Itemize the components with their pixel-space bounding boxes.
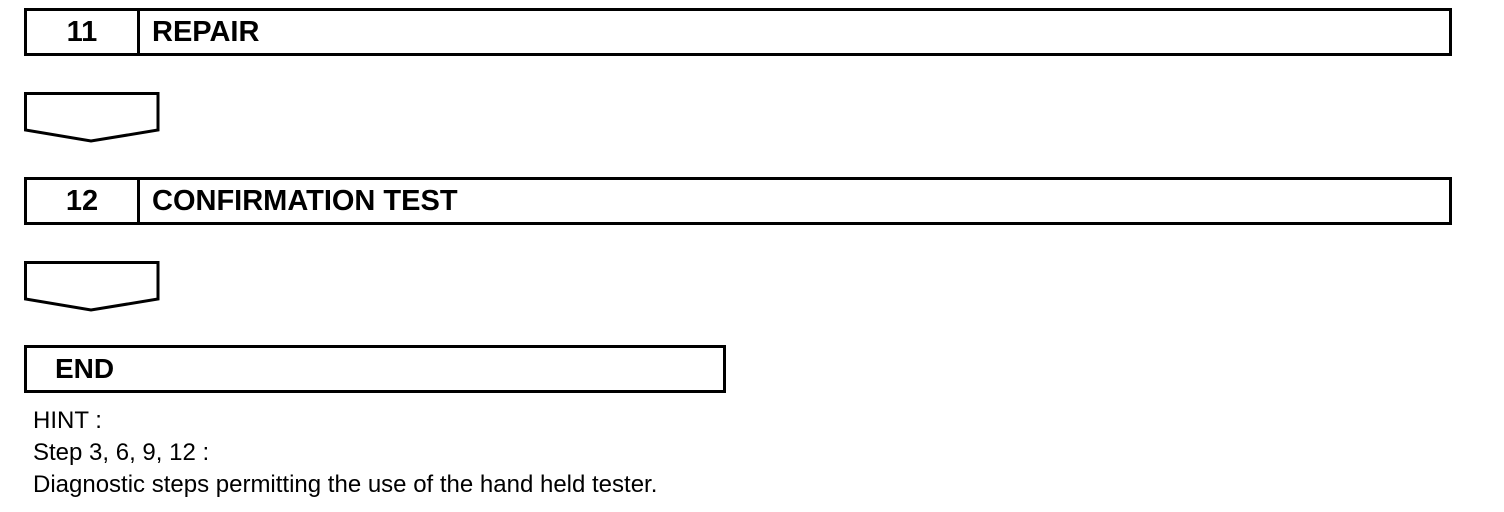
end-box: END [24, 345, 726, 393]
flow-arrow-icon [24, 261, 160, 312]
hint-step-list: Step 3, 6, 9, 12 : [33, 439, 210, 466]
step-number: 12 [27, 180, 140, 222]
step-11-box: 11 REPAIR [24, 8, 1452, 56]
step-12-box: 12 CONFIRMATION TEST [24, 177, 1452, 225]
flow-arrow-icon [24, 92, 160, 143]
hint-description: Diagnostic steps permitting the use of t… [33, 471, 658, 498]
hint-heading: HINT : [33, 407, 102, 434]
step-title: CONFIRMATION TEST [152, 184, 458, 217]
step-title: REPAIR [152, 15, 260, 48]
step-number: 11 [27, 11, 140, 53]
